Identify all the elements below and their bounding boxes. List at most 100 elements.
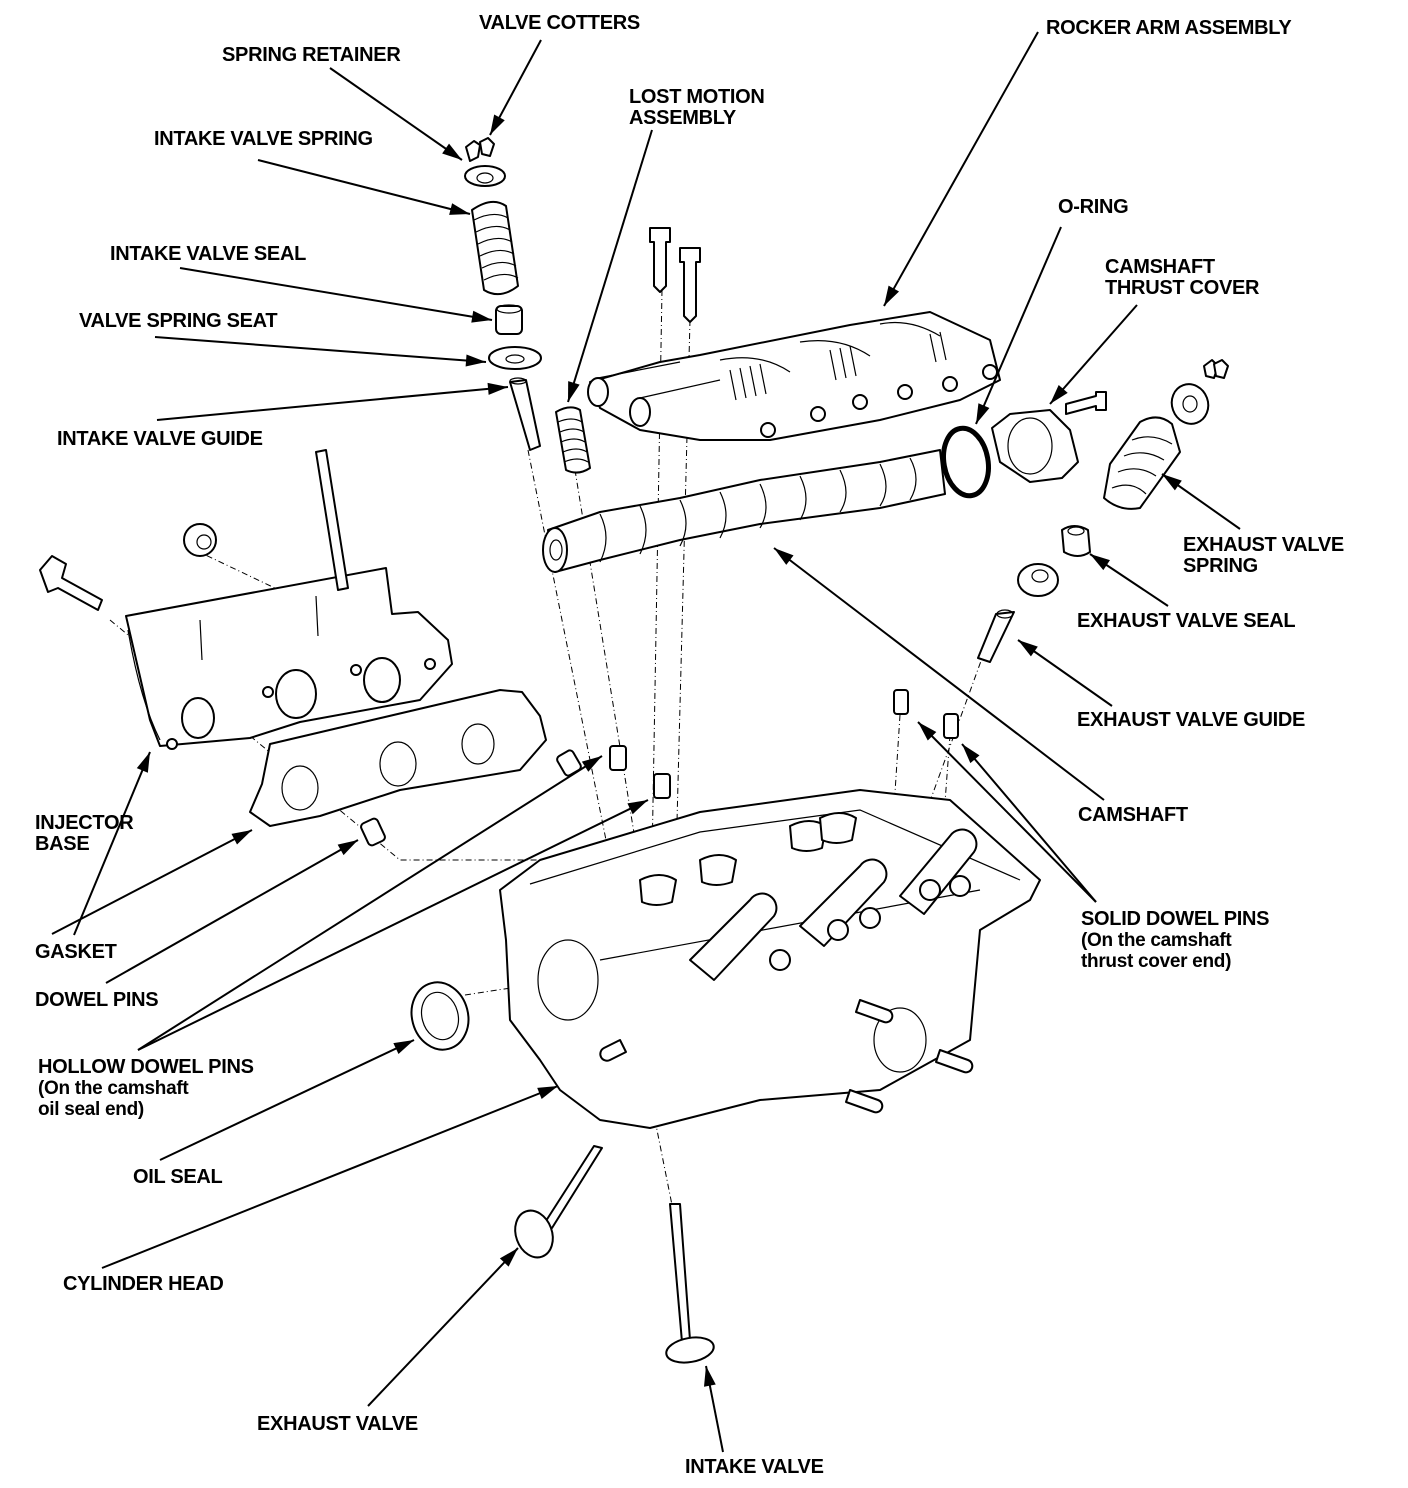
- label-exhaust-valve-guide: EXHAUST VALVE GUIDE: [1077, 710, 1305, 731]
- label-intake-valve-spring: INTAKE VALVE SPRING: [154, 129, 373, 150]
- camshaft-thrust-cover-part: [991, 391, 1107, 483]
- hollow-dowel-pins-part: [609, 745, 671, 799]
- exhaust-cotters-part: [1203, 359, 1229, 379]
- arrowhead-oil-seal: [393, 1040, 414, 1054]
- arrowhead-o-ring: [976, 403, 990, 424]
- label-intake-valve-guide: INTAKE VALVE GUIDE: [57, 429, 263, 450]
- arrowhead-intake-valve-seal: [471, 310, 492, 323]
- label-line: VALVE COTTERS: [479, 12, 640, 34]
- arrowhead-injector-base: [136, 752, 150, 773]
- leader-line-solid-dowel-pin-b: [961, 743, 1097, 903]
- arrowhead-hollow-dowel-pin-b: [627, 800, 648, 815]
- oil-seal-part: [410, 981, 470, 1051]
- leader-line-injector-base: [73, 751, 151, 936]
- leader-line-spring-retainer: [329, 67, 463, 161]
- label-camshaft: CAMSHAFT: [1078, 805, 1188, 826]
- label-line: CYLINDER HEAD: [63, 1273, 224, 1295]
- solid-dowel-pins-part: [893, 689, 959, 739]
- label-line: thrust cover end): [1081, 951, 1232, 972]
- arrowhead-intake-valve-spring: [449, 203, 470, 215]
- dowel-pins-part: [360, 749, 582, 847]
- leader-line-intake-valve-seal: [179, 267, 493, 321]
- label-line: VALVE SPRING SEAT: [79, 310, 278, 332]
- arrowhead-exhaust-valve-seal: [1090, 554, 1110, 571]
- label-line: SOLID DOWEL PINS: [1081, 908, 1270, 930]
- arrowhead-camshaft-thrust-cover: [1050, 385, 1068, 404]
- label-line: EXHAUST VALVE: [257, 1413, 418, 1435]
- label-line: (On the camshaft: [1081, 930, 1232, 951]
- arrowhead-lost-motion-assembly: [568, 381, 580, 402]
- label-line: EXHAUST VALVE GUIDE: [1077, 709, 1306, 731]
- label-valve-cotters: VALVE COTTERS: [479, 13, 640, 34]
- leader-line-solid-dowel-pin-a: [917, 721, 1097, 903]
- label-rocker-arm-assembly: ROCKER ARM ASSEMBLY: [1046, 18, 1292, 39]
- arrowhead-exhaust-valve-guide: [1018, 640, 1038, 657]
- label-line: INTAKE VALVE: [685, 1456, 824, 1478]
- leader-line-hollow-dowel-pin-b: [137, 799, 649, 1051]
- intake-valve-guide-part: [509, 377, 541, 451]
- leader-line-oil-seal: [159, 1039, 415, 1161]
- injector-base-bolt-part: [39, 555, 103, 611]
- label-line: CAMSHAFT: [1105, 256, 1215, 278]
- label-line: DOWEL PINS: [35, 989, 159, 1011]
- lost-motion-assembly-part: [555, 406, 591, 474]
- exhaust-valve-guide-part: [977, 609, 1015, 663]
- arrowhead-intake-valve-guide: [487, 382, 508, 395]
- arrowhead-camshaft: [774, 548, 794, 565]
- label-o-ring: O-RING: [1058, 196, 1129, 218]
- leader-line-exhaust-valve: [367, 1247, 519, 1407]
- exhaust-valve-part: [514, 1145, 603, 1259]
- arrowhead-exhaust-valve-spring: [1162, 474, 1182, 491]
- spring-retainer-part: [464, 165, 506, 187]
- arrowhead-exhaust-valve: [499, 1248, 518, 1267]
- o-ring-part: [941, 425, 991, 499]
- label-intake-valve-seal: INTAKE VALVE SEAL: [110, 244, 306, 265]
- leader-line-cylinder-head: [101, 1085, 559, 1269]
- leader-line-camshaft: [773, 547, 1105, 801]
- valve-spring-seat-part: [488, 346, 542, 370]
- leader-line-dowel-pins: [105, 839, 359, 984]
- label-intake-valve: INTAKE VALVE: [685, 1457, 824, 1478]
- label-dowel-pins: DOWEL PINS: [35, 989, 159, 1011]
- label-valve-spring-seat: VALVE SPRING SEAT: [79, 310, 278, 332]
- label-gasket: GASKET: [35, 942, 117, 963]
- exhaust-spring-retainer-part: [1170, 383, 1210, 425]
- label-line: INTAKE VALVE GUIDE: [57, 428, 263, 450]
- gasket-part: [249, 689, 547, 827]
- label-line: THRUST COVER: [1105, 277, 1260, 299]
- label-exhaust-valve-seal: EXHAUST VALVE SEAL: [1077, 611, 1296, 632]
- exhaust-valve-spring-part: [1103, 416, 1181, 510]
- label-line: INTAKE VALVE SEAL: [110, 243, 307, 265]
- label-line: oil seal end): [38, 1099, 144, 1120]
- arrowhead-rocker-arm-assembly: [884, 285, 900, 306]
- label-cylinder-head: CYLINDER HEAD: [63, 1274, 224, 1295]
- exhaust-valve-seal-part: [1061, 525, 1091, 557]
- arrowhead-valve-spring-seat: [465, 354, 486, 367]
- rocker-bolt-parts: [649, 227, 701, 323]
- label-line: GASKET: [35, 941, 117, 963]
- label-line: INJECTOR: [35, 812, 134, 834]
- label-line: BASE: [35, 833, 90, 855]
- valve-cotters-part: [465, 137, 495, 162]
- arrowhead-solid-dowel-pin-b: [962, 744, 980, 764]
- leader-line-valve-spring-seat: [154, 336, 487, 363]
- arrowhead-intake-valve: [703, 1366, 716, 1387]
- label-line: HOLLOW DOWEL PINS: [38, 1056, 254, 1078]
- label-line: SPRING RETAINER: [222, 44, 401, 66]
- leader-line-camshaft-thrust-cover: [1049, 304, 1138, 405]
- arrowhead-solid-dowel-pin-a: [918, 722, 937, 741]
- label-line: O-RING: [1058, 196, 1129, 218]
- label-line: OIL SEAL: [133, 1166, 223, 1188]
- leader-line-intake-valve-spring: [257, 159, 471, 215]
- arrowhead-spring-retainer: [442, 143, 462, 160]
- label-line: EXHAUST VALVE: [1183, 534, 1344, 556]
- label-spring-retainer: SPRING RETAINER: [222, 44, 401, 66]
- cylinder-head-part: [499, 789, 1041, 1129]
